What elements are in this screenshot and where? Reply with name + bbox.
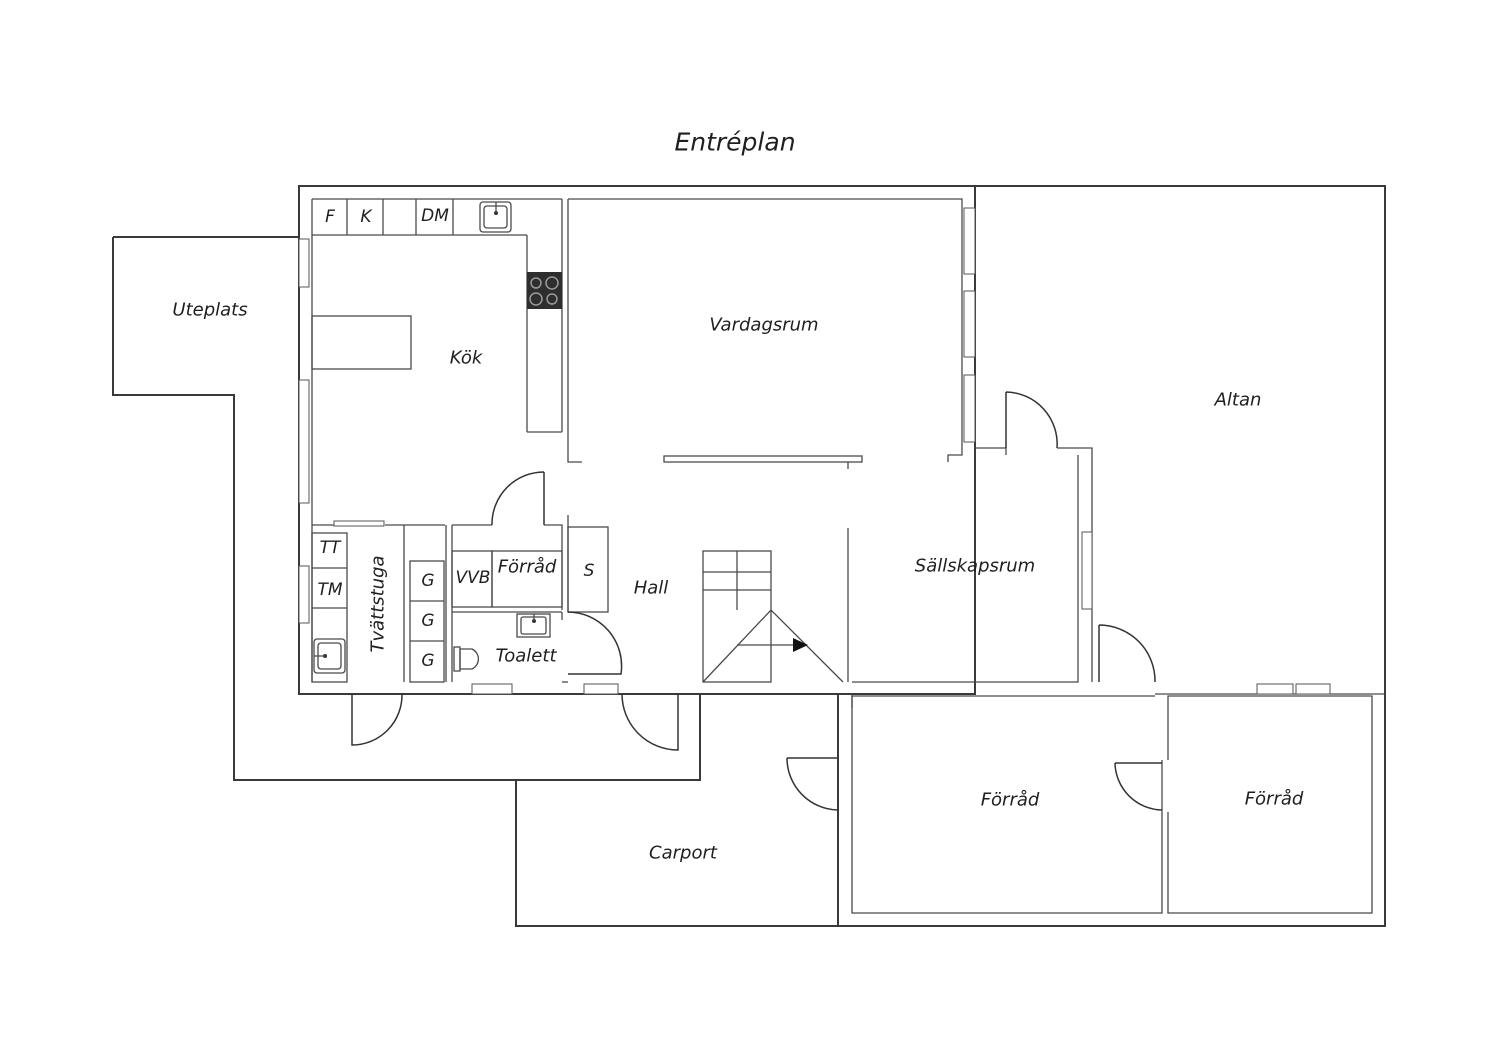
room-label-forrad-right: Förråd: [1244, 788, 1304, 810]
room-label-forrad-mid: Förråd: [980, 789, 1040, 811]
room-label-uteplats: Uteplats: [172, 299, 248, 321]
fixture-label-washer: TM: [317, 580, 343, 600]
room-label-tvattstuga: Tvättstuga: [367, 555, 389, 653]
room-label-sallskapsrum: Sällskapsrum: [914, 555, 1036, 577]
stairs: [702, 550, 844, 683]
plan-title: Entréplan: [674, 127, 796, 157]
fixture-label-fridge: F: [325, 207, 335, 227]
exterior-walls: [112, 185, 1386, 927]
fixture-label-freezer: K: [360, 207, 372, 227]
fixture-label-storage-closet: S: [583, 561, 595, 581]
fixture-label-dishwasher: DM: [421, 206, 449, 226]
windows: [298, 207, 1331, 695]
fixture-label-dryer: TT: [319, 538, 341, 558]
appliances: [313, 201, 562, 674]
fixture-label-water-heater: VVB: [455, 568, 491, 588]
room-label-kok: Kök: [449, 347, 483, 369]
toilet-icon: [453, 646, 480, 672]
bathroom-sink-icon: [516, 613, 551, 638]
stair-arrow-icon: [793, 638, 808, 652]
room-label-forrad-inner: Förråd: [497, 556, 557, 578]
outbuildings: [851, 693, 1385, 914]
stove-icon: [527, 272, 562, 309]
fixture-label-wardrobe-2: G: [421, 611, 435, 631]
room-label-vardagsrum: Vardagsrum: [709, 314, 819, 336]
laundry-sink-icon: [313, 638, 346, 674]
room-label-carport: Carport: [649, 842, 717, 864]
door-swings: [351, 391, 1163, 811]
room-label-altan: Altan: [1214, 389, 1262, 411]
room-label-toalett: Toalett: [495, 645, 557, 667]
kitchen-sink-icon: [479, 201, 512, 233]
fixture-label-wardrobe-1: G: [421, 571, 435, 591]
fixture-label-wardrobe-3: G: [421, 651, 435, 671]
room-label-hall: Hall: [633, 577, 669, 599]
